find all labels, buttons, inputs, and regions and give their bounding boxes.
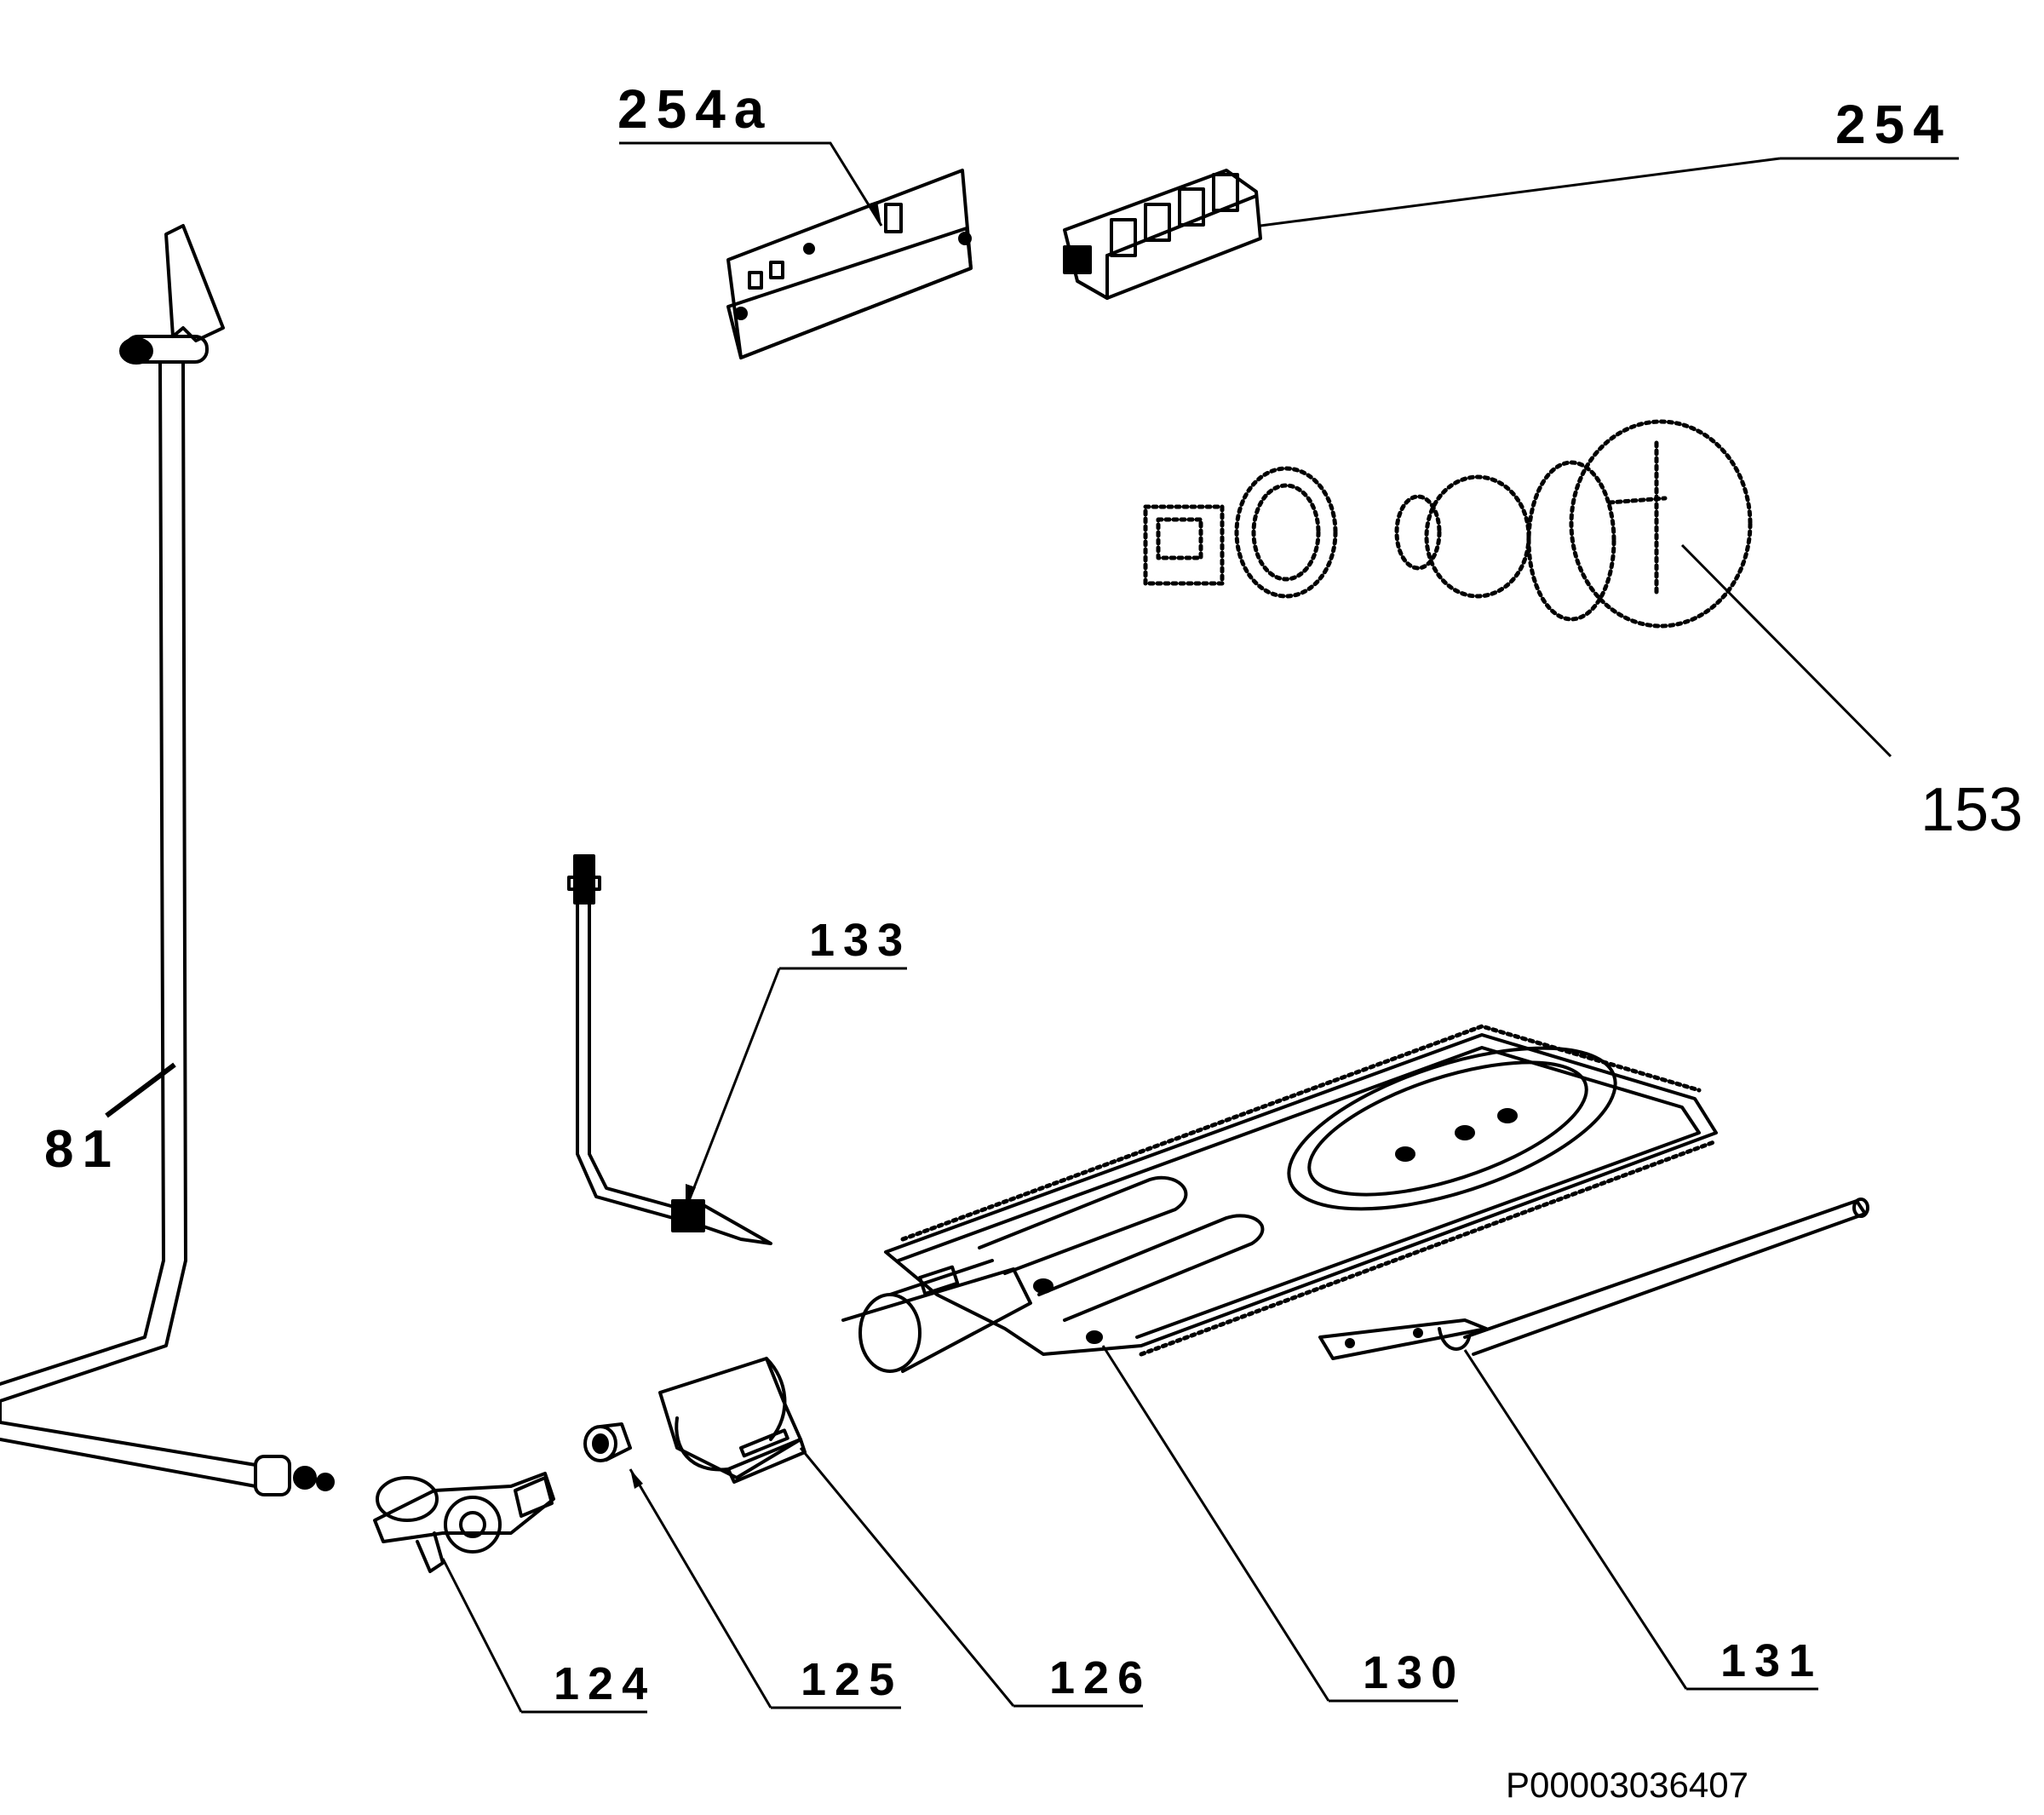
label-133: 133 <box>684 915 911 1210</box>
label-254: 254 <box>1260 94 1959 227</box>
label-130: 130 <box>1101 1345 1465 1703</box>
part-133-thermocouple[interactable] <box>567 854 772 1245</box>
label-125: 125 <box>629 1468 903 1709</box>
svg-text:133: 133 <box>809 915 911 966</box>
svg-text:81: 81 <box>44 1120 120 1179</box>
part-125-injector[interactable] <box>583 1422 632 1462</box>
label-124: 124 <box>441 1558 656 1714</box>
svg-text:130: 130 <box>1363 1647 1465 1698</box>
label-81: 81 <box>44 1062 176 1179</box>
label-131: 131 <box>1463 1349 1823 1691</box>
label-254a: 254a <box>617 78 883 227</box>
part-130-burner[interactable] <box>841 1015 1719 1373</box>
svg-text:124: 124 <box>554 1658 656 1709</box>
svg-text:131: 131 <box>1720 1635 1823 1686</box>
svg-text:125: 125 <box>801 1654 903 1705</box>
svg-text:126: 126 <box>1049 1652 1151 1703</box>
part-254a-bracket[interactable] <box>726 169 973 359</box>
svg-text:153: 153 <box>1921 776 2023 844</box>
part-153-knob[interactable] <box>1143 419 1753 629</box>
label-153: 153 <box>1680 543 2023 844</box>
part-254-ignition-generator[interactable] <box>1063 169 1262 300</box>
drawing-number: P00003036407 <box>1506 1765 1748 1805</box>
part-131-rod-bracket[interactable] <box>1318 1198 1869 1360</box>
part-126-clamp[interactable] <box>658 1357 807 1484</box>
part-124-valve[interactable] <box>373 1472 555 1573</box>
label-126: 126 <box>799 1447 1151 1708</box>
part-81-gas-pipe[interactable] <box>0 224 335 1496</box>
svg-text:254a: 254a <box>617 78 772 140</box>
svg-text:254: 254 <box>1835 94 1952 155</box>
